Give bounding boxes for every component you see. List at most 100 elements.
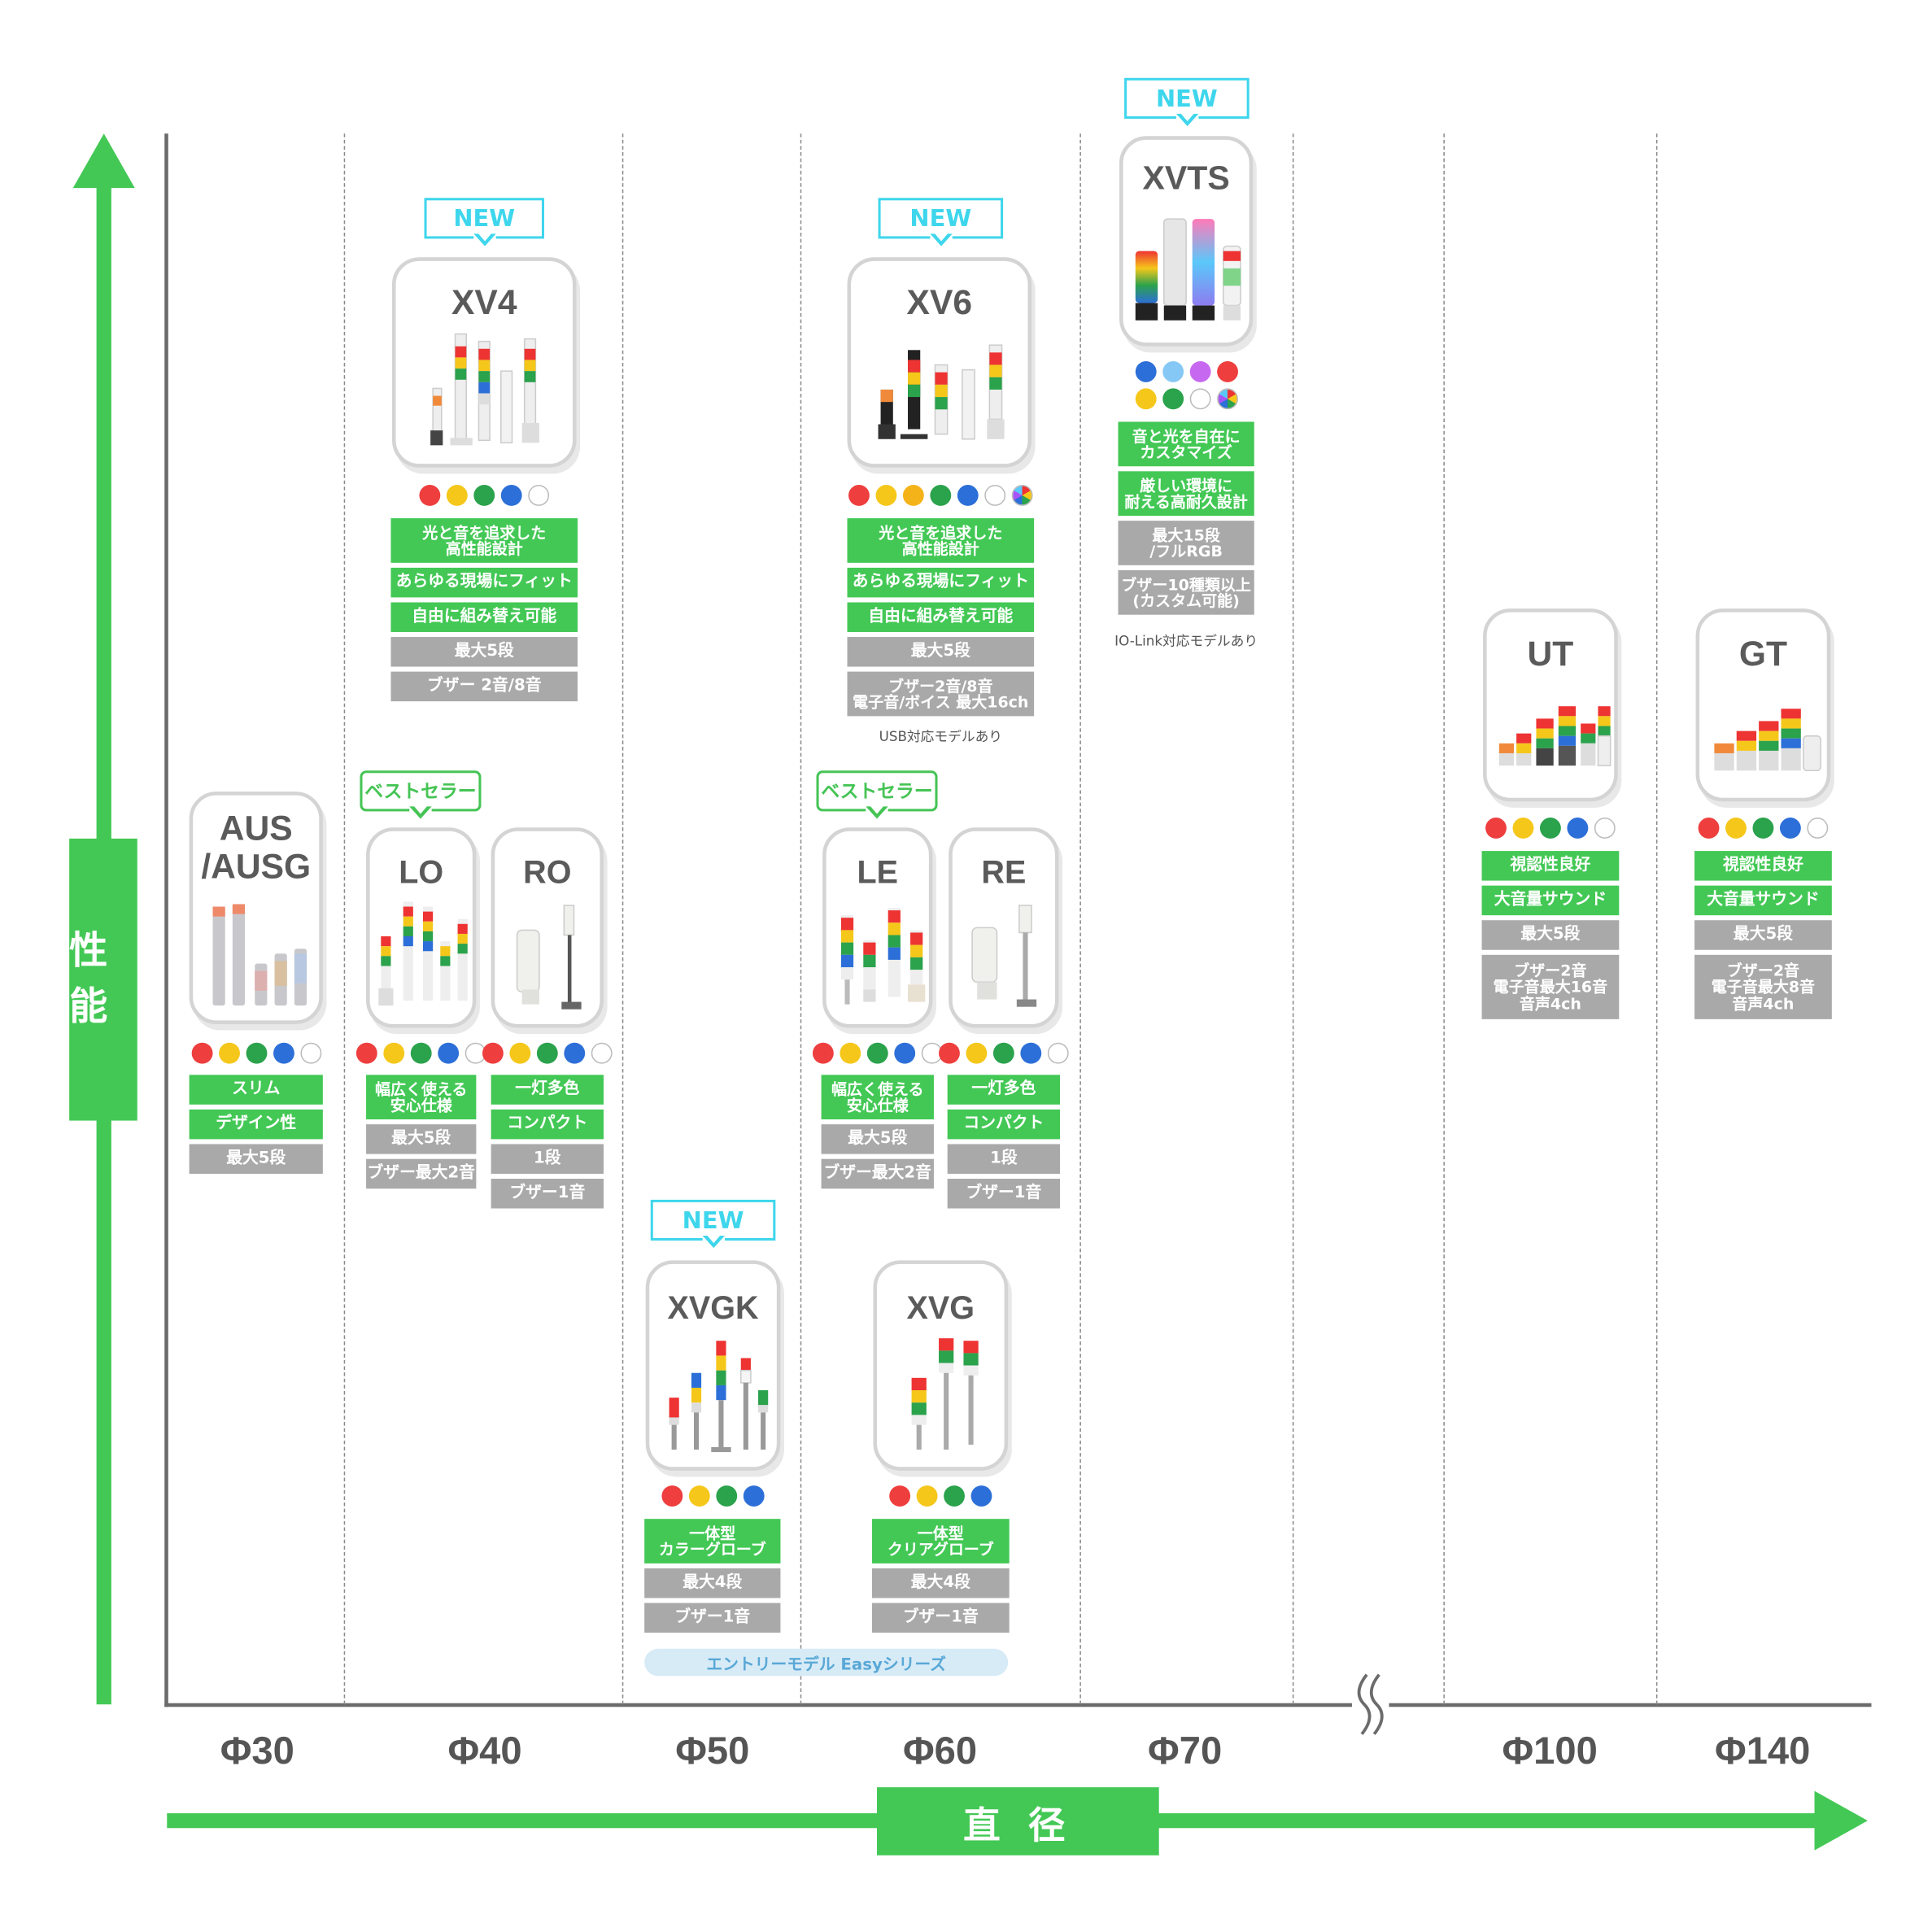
product-card-lo[interactable]: LO	[366, 827, 477, 1028]
color-dot-green	[716, 1485, 738, 1507]
product-card-xv4[interactable]: XV4	[391, 257, 577, 468]
feature-tag: ブザー 2音/8音	[390, 671, 578, 702]
bestseller-badge-le: ベストセラー	[816, 770, 938, 822]
color-dot-blue	[894, 1042, 916, 1064]
product-photo	[878, 344, 1005, 440]
color-dot-red	[939, 1042, 960, 1064]
color-dot-green	[245, 1042, 267, 1064]
entry-model-band: エントリーモデル Easyシリーズ	[644, 1648, 1009, 1677]
product-name: RE	[981, 853, 1027, 891]
product-card-xvts[interactable]: XVTS	[1119, 136, 1254, 347]
product-card-ut[interactable]: UT	[1483, 608, 1618, 802]
product-name: GT	[1738, 635, 1787, 674]
color-dot-multi	[1216, 388, 1238, 410]
feature-tag: 最大4段	[644, 1568, 781, 1598]
color-dot-red	[848, 485, 870, 506]
axis-break-icon	[1351, 1673, 1389, 1735]
color-dot-yellow	[916, 1485, 938, 1507]
feature-tag: 一灯多色	[491, 1075, 604, 1105]
product-card-gt[interactable]: GT	[1695, 608, 1831, 802]
color-dot-blue	[1779, 818, 1801, 839]
color-dot-red	[355, 1042, 377, 1064]
feature-tag: 大音量サウンド	[1481, 885, 1620, 916]
tick-phi40: Φ40	[447, 1729, 522, 1773]
feature-tag: 自由に組み替え可能	[847, 602, 1035, 632]
product-name: XV4	[451, 283, 517, 322]
feature-tag: 1段	[947, 1144, 1061, 1174]
product-photo	[971, 905, 1037, 1007]
color-dot-green	[473, 485, 495, 506]
feature-tag: ブザー2音 電子音最大16音 音声4ch	[1481, 954, 1620, 1019]
chart-x-axis	[164, 1703, 1872, 1707]
feature-tag: 幅広く使える 安心仕様	[366, 1075, 477, 1120]
product-name: UT	[1527, 635, 1574, 674]
product-photo	[516, 905, 582, 1010]
color-dot-green	[866, 1042, 888, 1064]
tick-phi50: Φ50	[675, 1729, 750, 1773]
product-card-xvg[interactable]: XVG	[873, 1260, 1009, 1471]
color-dots-xvgk	[646, 1485, 781, 1507]
product-photo	[430, 333, 539, 446]
color-dot-red	[812, 1042, 834, 1064]
x-axis-label: 直 径	[877, 1787, 1159, 1856]
product-photo	[669, 1341, 769, 1453]
color-dot-blue	[1567, 818, 1589, 839]
color-dot-yellow	[509, 1042, 531, 1064]
color-dots-aus	[190, 1042, 323, 1065]
product-card-xvgk[interactable]: XVGK	[645, 1260, 781, 1471]
tick-phi70: Φ70	[1148, 1729, 1223, 1773]
new-badge-xv6: NEW	[878, 198, 1004, 249]
product-name: XVGK	[667, 1289, 759, 1326]
feature-tag: 1段	[491, 1144, 604, 1174]
feature-tag: ブザー最大2音	[366, 1158, 477, 1189]
color-dot-white	[1594, 818, 1616, 839]
color-dots-re	[939, 1042, 1069, 1065]
feature-tag: ブザー1音	[871, 1603, 1010, 1633]
color-dot-green	[536, 1042, 558, 1064]
y-axis-label: 性能	[69, 838, 137, 1121]
product-name: XV6	[906, 283, 973, 322]
feature-tag: 厳しい環境に 耐える高耐久設計	[1118, 471, 1254, 517]
color-dot-yellow	[966, 1042, 988, 1064]
color-dots-xv4	[392, 485, 577, 507]
product-photo	[1498, 706, 1611, 766]
product-card-le[interactable]: LE	[822, 827, 933, 1028]
feature-tag: 最大5段	[390, 637, 578, 667]
color-dots-xvts-2	[1119, 388, 1253, 410]
color-dot-blue	[500, 485, 522, 506]
product-card-re[interactable]: RE	[949, 827, 1059, 1028]
color-dot-white	[983, 485, 1005, 506]
feature-tag: ブザー10種類以上 (カスタム可能)	[1118, 569, 1254, 615]
feature-tag: デザイン性	[189, 1109, 323, 1140]
feature-tag: 視認性良好	[1694, 851, 1832, 881]
color-dot-red	[1698, 818, 1720, 839]
product-photo	[1135, 218, 1241, 321]
color-dot-sky	[1162, 360, 1184, 382]
color-dot-green	[929, 485, 951, 506]
color-dot-red	[661, 1485, 683, 1507]
divider-line	[1292, 133, 1294, 1705]
feature-tag: 大音量サウンド	[1694, 885, 1832, 916]
feature-tag: あらゆる現場にフィット	[847, 567, 1035, 598]
product-card-aus[interactable]: AUS /AUSG	[189, 792, 323, 1024]
color-dot-yellow	[383, 1042, 405, 1064]
color-dot-red	[1216, 360, 1238, 382]
feature-tag: 視認性良好	[1481, 851, 1620, 881]
color-dots-ut	[1483, 818, 1618, 840]
feature-tag: 最大5段	[366, 1124, 477, 1154]
product-name: AUS /AUSG	[201, 809, 312, 886]
feature-tag: ブザー2音/8音 電子音/ボイス 最大16ch	[847, 671, 1035, 717]
divider-line	[1443, 133, 1445, 1705]
feature-tag: 光と音を追求した 高性能設計	[390, 518, 578, 563]
product-photo	[840, 908, 926, 1005]
product-card-xv6[interactable]: XV6	[847, 257, 1032, 468]
feature-tag: 最大5段	[189, 1144, 323, 1174]
color-dot-multi	[1010, 485, 1032, 506]
color-dots-lo	[355, 1042, 486, 1065]
color-dot-red	[190, 1042, 212, 1064]
product-card-ro[interactable]: RO	[491, 827, 604, 1028]
color-dot-blue	[273, 1042, 294, 1064]
divider-line	[343, 133, 346, 1705]
feature-tag: 最大4段	[871, 1568, 1010, 1598]
